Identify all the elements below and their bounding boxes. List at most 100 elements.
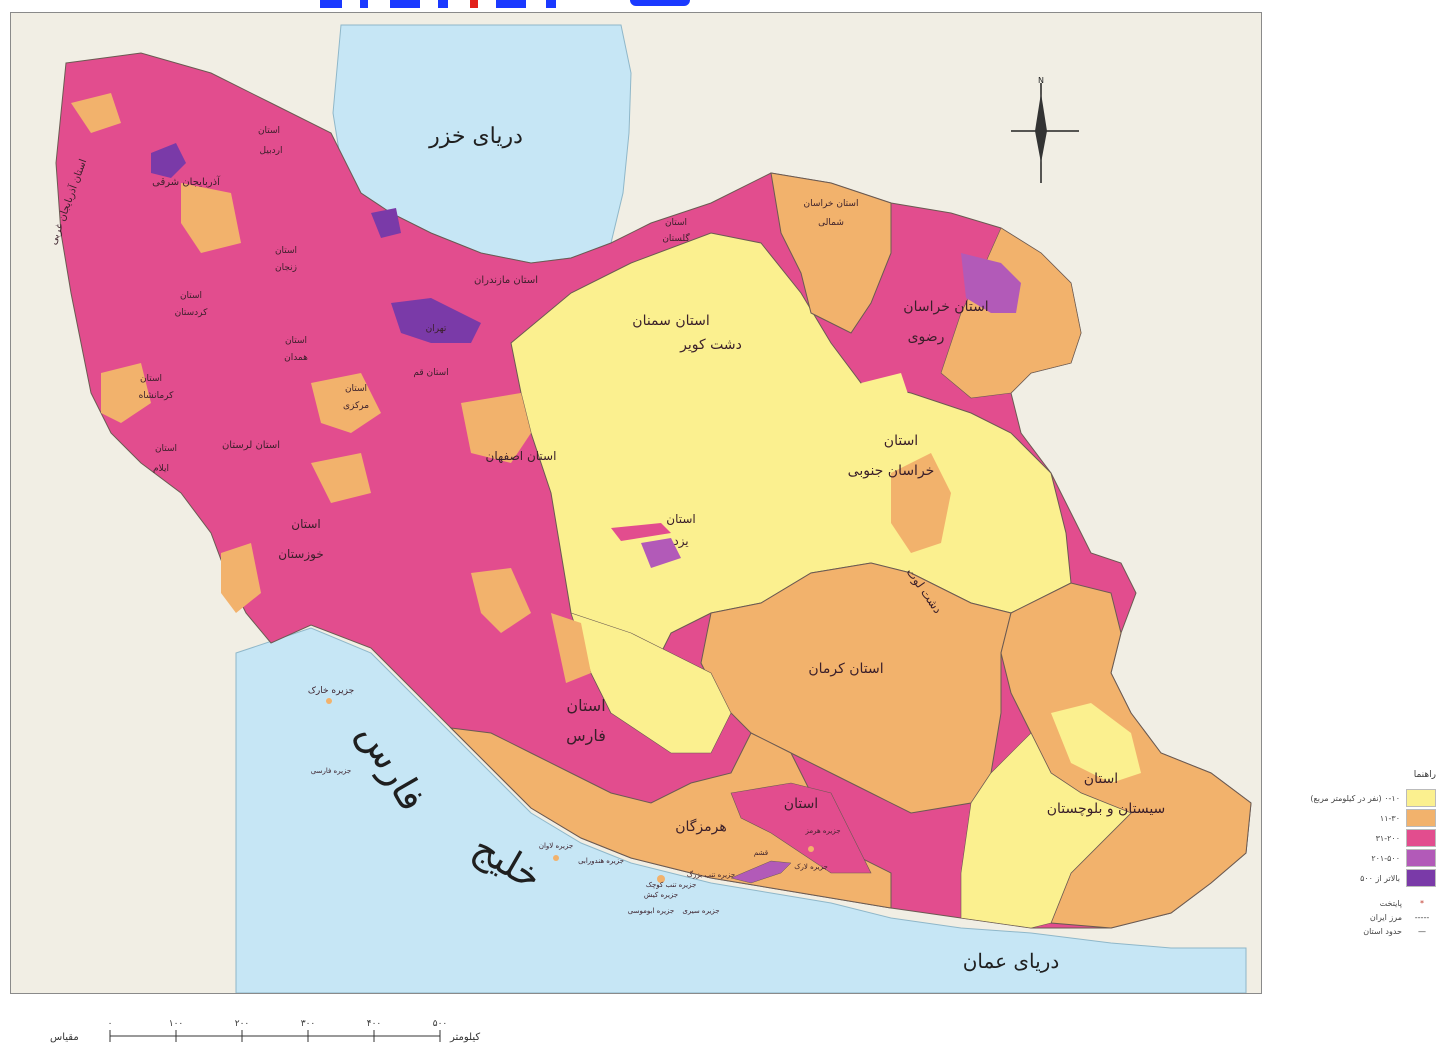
region-esfahan-orange (461, 393, 531, 463)
legend-class-1: ۰-۱۰ (نفر در کیلومتر مربع) (1276, 788, 1436, 808)
province-label-khorasan-shomali-1: استان خراسان (804, 199, 859, 209)
island-kish (657, 875, 665, 883)
province-label-sirri: جزیره سیری (682, 907, 719, 915)
region-west-orange-6 (311, 453, 371, 503)
scale-tick-label: ۴۰۰ (367, 1019, 382, 1029)
province-label-larak: جزیره لارک (794, 863, 828, 871)
legend-class-label: ۱۱-۳۰ (1379, 813, 1400, 823)
region-west-orange-7 (471, 568, 531, 633)
province-label-kharg: جزیره خارک (308, 685, 354, 696)
legend-class-label: ۰-۱۰ (نفر در کیلومتر مربع) (1310, 793, 1400, 803)
province-label-golestan-1: استان (665, 218, 687, 228)
legend-class-label: ۳۱-۲۰۰ (1375, 833, 1400, 843)
province-label-zanjan-2: زنجان (275, 263, 297, 273)
province-label-tonb-bozorg: جزیره تنب بزرگ (687, 870, 736, 879)
legend-swatch (1406, 809, 1436, 827)
map-frame: دریای خزر دریای عمان خلیج فارس استان آذر… (10, 12, 1262, 994)
region-yazd-purple (641, 538, 681, 568)
province-label-lorestan: استان لرستان (222, 440, 280, 451)
province-label-kish: جزیره کیش (644, 891, 678, 899)
region-tehran-purple (391, 298, 481, 343)
province-label-khorasan-shomali-2: شمالی (818, 218, 844, 228)
province-label-kordestan-1: استان (180, 291, 202, 301)
province-label-qom: استان قم (413, 368, 448, 378)
legend-swatch (1406, 849, 1436, 867)
persian-gulf (235, 627, 1247, 993)
iran-population-density-map: دریای خزر دریای عمان خلیج فارس استان آذر… (46, 24, 1252, 993)
province-label-fars-1: استان (566, 696, 605, 715)
north-arrow: N (1011, 76, 1079, 183)
legend-symbols: *پایتخت ----- مرز ایران —حدود استان (1276, 896, 1436, 938)
legend-title: راهنما (1413, 770, 1436, 780)
province-label-markazi-2: مرکزی (343, 401, 369, 411)
province-label-zanjan-1: استان (275, 246, 297, 256)
province-label-ardabil-1: استان (258, 126, 280, 136)
region-rasht-purple (371, 208, 401, 238)
province-label-ardabil-2: اردبیل (260, 146, 283, 156)
legend-class-label: ۲۰۱-۵۰۰ (1371, 853, 1400, 863)
legend-symbol-3: —حدود استان (1276, 924, 1436, 938)
province-label-kermanshah-1: استان (140, 374, 162, 384)
legend-class-4: ۲۰۱-۵۰۰ (1276, 848, 1436, 868)
province-label-hormoz: جزیره هرمز (804, 827, 840, 835)
province-label-dasht-kavir: دشت کویر (679, 337, 742, 353)
caspian-sea-label: دریای خزر (428, 124, 523, 149)
region-west-orange-4 (311, 373, 381, 433)
region-razavi-yellow (861, 373, 911, 413)
scale-tick-label: ۰ (108, 1019, 113, 1029)
map-legend: راهنما ۰-۱۰ (نفر در کیلومتر مربع) ۱۱-۳۰ ۳۱… (1276, 770, 1436, 938)
legend-class-label: بالاتر از ۵۰۰ (1360, 873, 1400, 883)
legend-swatch (1406, 829, 1436, 847)
scale-tick-label: ۳۰۰ (301, 1019, 316, 1029)
islands (326, 698, 814, 884)
province-label-hamedan-2: همدان (284, 353, 308, 363)
region-yazd-pink (611, 523, 671, 541)
land-regions (55, 52, 1252, 929)
province-label-azarbayjan-sharghi: آذربایجان شرقی (152, 175, 221, 188)
legend-class-3: ۳۱-۲۰۰ (1276, 828, 1436, 848)
legend-symbol-mark: ----- (1414, 912, 1430, 922)
island-kharg (326, 698, 332, 704)
island-lavan (553, 855, 559, 861)
province-label-qeshm: قشم (754, 849, 768, 857)
region-tabriz-purple (151, 143, 186, 178)
legend-symbol-1: *پایتخت (1276, 896, 1436, 910)
province-label-khorasan-razavi-1: استان خراسان (903, 299, 988, 315)
scale-label: مقیاس (50, 1032, 79, 1043)
region-khorasan-orange (770, 172, 892, 334)
province-label-khorasan-razavi-2: رضوی (908, 329, 945, 345)
province-label-markazi-1: استان (345, 384, 367, 394)
region-west-orange-8 (551, 613, 591, 683)
province-label-hendurabi: جزیره هندورابی (578, 857, 624, 865)
province-label-sistan-2: سیستان و بلوچستان (1047, 801, 1166, 817)
province-label-golestan-2: گلستان (662, 232, 690, 244)
province-label-hormozgan-2: هرمزگان (675, 818, 727, 835)
oman-sea-label: دریای عمان (963, 949, 1060, 973)
province-label-semnan: استان سمنان (632, 313, 709, 329)
province-label-fars-2: فارس (566, 726, 606, 746)
province-label-khorasan-jonubi-1: استان (884, 433, 918, 449)
legend-symbol-label: پایتخت (1379, 898, 1402, 908)
island-qeshm (730, 860, 792, 884)
province-label-lavan: جزیره لاوان (539, 842, 573, 850)
region-hormozgan-pink (730, 782, 872, 874)
province-label-sistan-1: استان (1084, 771, 1118, 787)
province-label-hamedan-1: استان (285, 336, 307, 346)
legend-swatch (1406, 869, 1436, 887)
cropped-title (320, 0, 700, 10)
legend-symbol-label: مرز ایران (1369, 912, 1402, 922)
scale-tick-label: ۱۰۰ (169, 1019, 184, 1029)
region-sistan-yellow (960, 732, 1132, 929)
legend-swatch (1406, 789, 1436, 807)
region-sistan-inner-yellow (1051, 703, 1141, 783)
province-label-mazandaran: استان مازندران (474, 275, 538, 286)
region-west-orange-1 (71, 93, 121, 133)
scale-tick-label: ۲۰۰ (235, 1019, 250, 1029)
legend-classes: ۰-۱۰ (نفر در کیلومتر مربع) ۱۱-۳۰ ۳۱-۲۰۰ ۲۰۱… (1276, 788, 1436, 888)
region-yazd-orange (891, 453, 951, 553)
island-hormoz (808, 846, 814, 852)
